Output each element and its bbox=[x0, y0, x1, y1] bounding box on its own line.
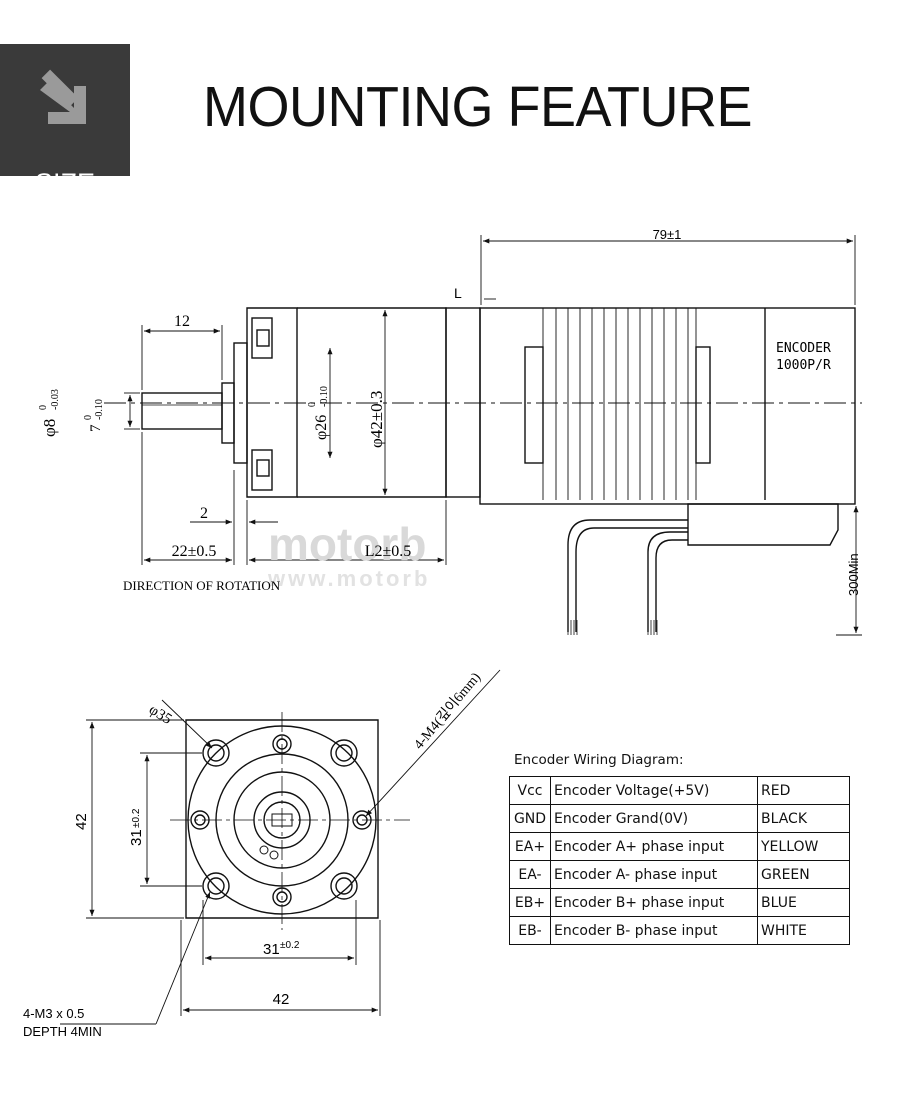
wiring-pin: EA- bbox=[509, 860, 551, 889]
front-view bbox=[60, 669, 501, 1025]
wiring-pin: EB+ bbox=[509, 888, 551, 917]
dim-pilot-tol-bottom: -0.10 bbox=[319, 386, 330, 407]
dim-pilot-diameter: φ26 bbox=[313, 415, 330, 440]
wiring-color: BLUE bbox=[757, 888, 850, 917]
dim-shaft-tol-top: 0 bbox=[38, 405, 49, 410]
badge-label: SIZE bbox=[34, 168, 95, 198]
encoder-resolution: 1000P/R bbox=[776, 358, 831, 373]
wiring-description: Encoder A- phase input bbox=[550, 860, 758, 889]
m3-hole-spec: 4-M3 x 0.5 bbox=[23, 1006, 84, 1021]
watermark-text: motorb bbox=[268, 518, 426, 570]
dim-L2: L2±0.5 bbox=[365, 543, 412, 560]
side-view bbox=[104, 235, 862, 636]
wiring-color: BLACK bbox=[757, 804, 850, 833]
dim-L: L bbox=[454, 285, 462, 301]
dim-body-diameter: φ42±0.3 bbox=[367, 391, 386, 448]
wiring-description: Encoder Grand(0V) bbox=[550, 804, 758, 833]
dim-overall-length: 79±1 bbox=[653, 227, 682, 242]
wiring-color: GREEN bbox=[757, 860, 850, 889]
wiring-description: Encoder A+ phase input bbox=[550, 832, 758, 861]
wiring-color: RED bbox=[757, 776, 850, 805]
dim-flat: 7 bbox=[88, 424, 104, 432]
dim-31-horizontal: 31 bbox=[263, 941, 280, 958]
dim-flat-tol-bottom: -0.10 bbox=[94, 399, 105, 420]
wiring-color: YELLOW bbox=[757, 832, 850, 861]
encoder-label: ENCODER bbox=[776, 341, 831, 356]
dim-pilot-tol-top: 0 bbox=[307, 402, 318, 407]
page-title: MOUNTING FEATURE bbox=[203, 75, 752, 139]
wiring-pin: Vcc bbox=[509, 776, 551, 805]
dim-shaft-tol-bottom: -0.03 bbox=[50, 389, 61, 410]
m3-hole-depth: DEPTH 4MIN bbox=[23, 1024, 102, 1039]
dim-pcd-35: φ35 bbox=[146, 702, 175, 728]
dim-2: 2 bbox=[200, 505, 208, 522]
dim-shaft-length: 12 bbox=[174, 313, 190, 330]
dim-m4-holes: 4-M4(깊이6mm) bbox=[411, 669, 485, 752]
wiring-pin: EA+ bbox=[509, 832, 551, 861]
dim-22: 22±0.5 bbox=[172, 543, 217, 560]
dim-31-horizontal-tol: ±0.2 bbox=[280, 940, 300, 951]
dim-flat-tol-top: 0 bbox=[83, 415, 94, 420]
wiring-color: WHITE bbox=[757, 916, 850, 945]
dim-cable-length: 300Min bbox=[846, 553, 861, 596]
wiring-description: Encoder Voltage(+5V) bbox=[550, 776, 758, 805]
dim-shaft-diameter: φ8 bbox=[40, 419, 59, 437]
arrow-down-right-icon bbox=[40, 69, 86, 124]
wiring-caption: Encoder Wiring Diagram: bbox=[514, 752, 684, 768]
wiring-pin: GND bbox=[509, 804, 551, 833]
wiring-pin: EB- bbox=[509, 916, 551, 945]
dim-42-vertical: 42 bbox=[73, 813, 90, 830]
direction-of-rotation-label: DIRECTION OF ROTATION bbox=[123, 578, 281, 593]
wiring-description: Encoder B- phase input bbox=[550, 916, 758, 945]
wiring-description: Encoder B+ phase input bbox=[550, 888, 758, 917]
watermark-url: www.motorb bbox=[267, 566, 430, 591]
dim-42-horizontal: 42 bbox=[273, 991, 290, 1008]
dim-31-vertical-tol: ±0.2 bbox=[131, 808, 142, 828]
dim-31-vertical: 31 bbox=[128, 829, 145, 846]
size-badge: SIZE bbox=[0, 44, 130, 198]
